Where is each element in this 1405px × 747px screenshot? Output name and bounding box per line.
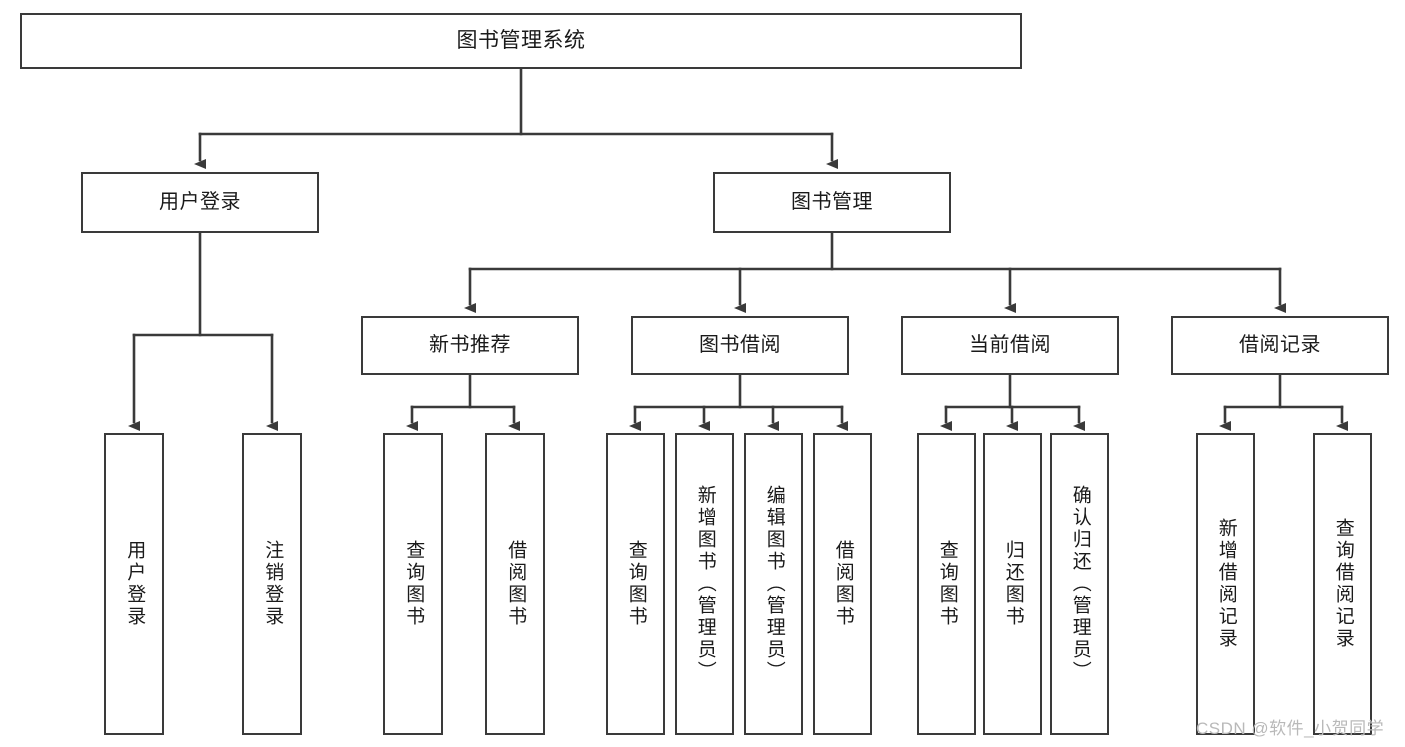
node-root-book-management-system[interactable]: 图书管理系统 — [20, 13, 1022, 69]
node-leaf-record-add[interactable]: 新增借阅记录 — [1196, 433, 1255, 735]
node-leaf-record-query[interactable]: 查询借阅记录 — [1313, 433, 1372, 735]
node-label: 新增图书（管理员） — [694, 485, 716, 683]
node-label: 查询图书 — [403, 540, 425, 628]
node-label: 借阅记录 — [1239, 333, 1321, 356]
node-leaf-user-logout[interactable]: 注销登录 — [242, 433, 302, 735]
node-label: 用户登录 — [159, 190, 241, 213]
node-label: 查询图书 — [936, 540, 958, 628]
node-label: 查询借阅记录 — [1332, 518, 1354, 650]
node-book-borrow[interactable]: 图书借阅 — [631, 316, 849, 375]
node-leaf-current-confirm-return[interactable]: 确认归还（管理员） — [1050, 433, 1109, 735]
node-label: 新增借阅记录 — [1215, 518, 1237, 650]
node-label: 归还图书 — [1002, 540, 1024, 628]
node-leaf-current-query-book[interactable]: 查询图书 — [917, 433, 976, 735]
node-label: 确认归还（管理员） — [1069, 485, 1091, 683]
node-label: 图书借阅 — [699, 333, 781, 356]
node-user-login[interactable]: 用户登录 — [81, 172, 319, 233]
node-leaf-borrow-edit-book[interactable]: 编辑图书（管理员） — [744, 433, 803, 735]
node-label: 注销登录 — [262, 540, 284, 628]
node-book-management[interactable]: 图书管理 — [713, 172, 951, 233]
node-label: 当前借阅 — [969, 333, 1051, 356]
node-new-book-recommend[interactable]: 新书推荐 — [361, 316, 579, 375]
node-leaf-user-login[interactable]: 用户登录 — [104, 433, 164, 735]
node-label: 图书管理 — [791, 190, 873, 213]
node-leaf-borrow-query-book[interactable]: 查询图书 — [606, 433, 665, 735]
node-leaf-new-borrow-book[interactable]: 借阅图书 — [485, 433, 545, 735]
node-label: 编辑图书（管理员） — [763, 485, 785, 683]
node-label: 借阅图书 — [832, 540, 854, 628]
node-leaf-borrow-lend-book[interactable]: 借阅图书 — [813, 433, 872, 735]
node-leaf-new-query-book[interactable]: 查询图书 — [383, 433, 443, 735]
node-label: 查询图书 — [625, 540, 647, 628]
node-label: 图书管理系统 — [456, 28, 586, 52]
node-label: 用户登录 — [124, 540, 146, 628]
node-leaf-borrow-add-book[interactable]: 新增图书（管理员） — [675, 433, 734, 735]
node-borrow-record[interactable]: 借阅记录 — [1171, 316, 1389, 375]
node-label: 借阅图书 — [505, 540, 527, 628]
node-current-borrow[interactable]: 当前借阅 — [901, 316, 1119, 375]
node-leaf-current-return-book[interactable]: 归还图书 — [983, 433, 1042, 735]
node-label: 新书推荐 — [429, 333, 511, 356]
